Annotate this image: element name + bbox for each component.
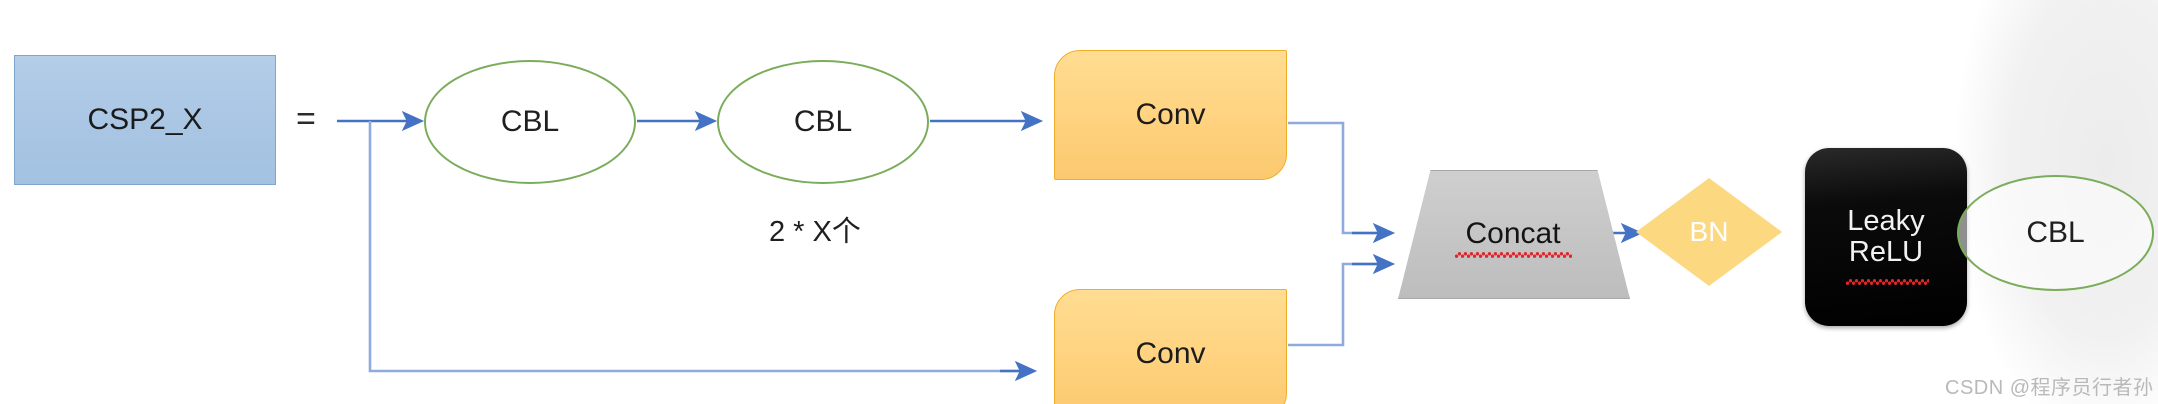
concat-shape: [1398, 170, 1630, 299]
repeat-count-caption: 2 * X个: [769, 216, 861, 248]
node-cbl-1-label: CBL: [500, 105, 560, 138]
node-leaky-relu-label-line1: Leaky: [1847, 205, 1925, 238]
edge-convtop-to-concat: [1288, 121, 1385, 235]
node-concat-label: Concat: [1465, 216, 1561, 250]
node-cbl-2-label: CBL: [793, 105, 853, 138]
node-conv-top-label: Conv: [1135, 98, 1206, 131]
node-cbl-out[interactable]: CBL: [1957, 175, 2154, 291]
node-csp2x-label: CSP2_X: [87, 103, 203, 136]
node-cbl-out-label: CBL: [2026, 216, 2085, 249]
node-concat-label-wrap: Concat: [1398, 170, 1628, 297]
node-conv-bottom[interactable]: Conv: [1054, 289, 1287, 404]
node-cbl-1[interactable]: CBL: [424, 60, 636, 184]
node-leaky-relu-label-line2: ReLU: [1848, 236, 1924, 268]
node-cbl-2[interactable]: CBL: [717, 60, 929, 184]
node-conv-bottom-label: Conv: [1135, 337, 1206, 370]
node-bn-label: BN: [1689, 216, 1729, 247]
watermark: CSDN @程序员行者孙: [1945, 377, 2154, 399]
node-concat[interactable]: Concat: [1398, 170, 1630, 299]
node-bn-label-wrap: BN: [1636, 178, 1782, 286]
node-bn[interactable]: BN: [1636, 178, 1782, 286]
node-csp2x[interactable]: CSP2_X: [14, 55, 276, 185]
edge-convbottom-to-concat: [1288, 262, 1385, 347]
relu-spellcheck-underline: [1846, 279, 1929, 285]
node-leaky-relu[interactable]: Leaky ReLU: [1805, 148, 1967, 326]
node-conv-top[interactable]: Conv: [1054, 50, 1287, 180]
equals-sign: =: [296, 100, 316, 138]
